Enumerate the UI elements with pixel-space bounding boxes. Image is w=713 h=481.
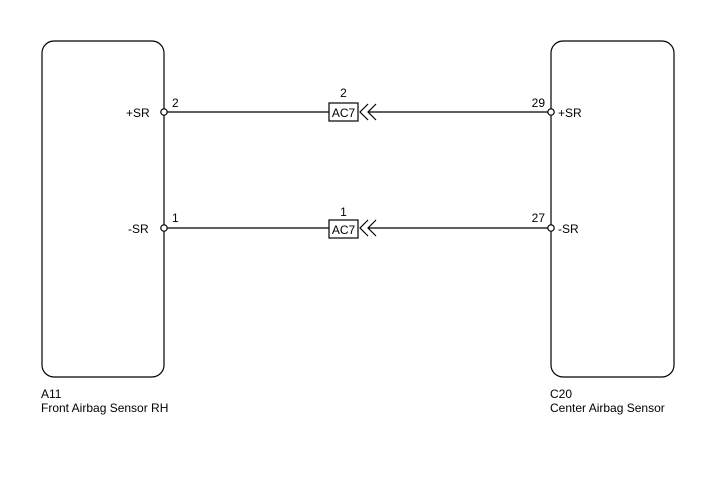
connector-box (328, 102, 359, 122)
right-pin-number: 27 (532, 211, 546, 225)
connector-pin-number: 2 (340, 86, 347, 100)
center-airbag-sensor-body (550, 40, 675, 378)
connector-arrow-icon (359, 103, 369, 121)
left-terminal-label: +SR (126, 106, 150, 120)
front-airbag-sensor-code: A11 (41, 387, 62, 401)
center-airbag-sensor-code: C20 (550, 387, 572, 401)
connector-arrow-icon (359, 219, 369, 237)
right-terminal-label: -SR (558, 222, 579, 236)
center-airbag-sensor-name: Center Airbag Sensor (550, 401, 665, 415)
front-airbag-sensor-name: Front Airbag Sensor RH (41, 401, 168, 415)
connector-box (328, 219, 359, 239)
pin-terminal (160, 224, 168, 232)
connector-pin-number: 1 (340, 205, 347, 219)
pin-terminal (547, 224, 555, 232)
wire-plus-sr: +SR 2 2 AC7 29 +SR (126, 86, 582, 122)
right-terminal-label: +SR (558, 106, 582, 120)
right-pin-number: 29 (532, 96, 546, 110)
left-pin-number: 2 (172, 96, 179, 110)
connector-code: AC7 (332, 223, 356, 237)
connector-arrow-icon (367, 103, 377, 121)
left-terminal-label: -SR (128, 222, 149, 236)
connector-arrow-icon (367, 219, 377, 237)
left-pin-number: 1 (172, 211, 179, 225)
wire-minus-sr: -SR 1 1 AC7 27 -SR (128, 205, 579, 239)
front-airbag-sensor-body (41, 40, 165, 378)
pin-terminal (547, 108, 555, 116)
pin-terminal (160, 108, 168, 116)
connector-code: AC7 (332, 106, 356, 120)
